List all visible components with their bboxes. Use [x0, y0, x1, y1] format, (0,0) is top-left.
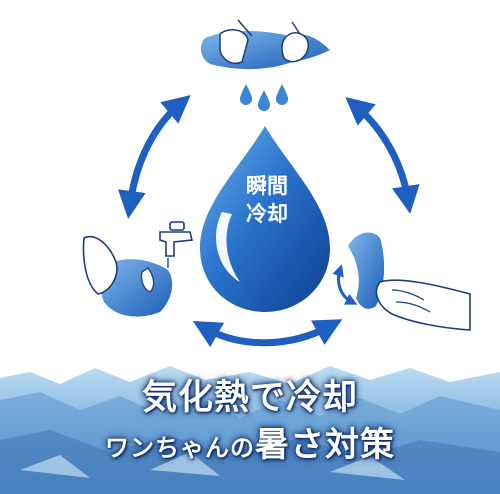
water-drops-icon	[240, 84, 288, 111]
drop-label-line-1: 瞬間	[246, 174, 288, 198]
headline-line-2-large: 暑さ対策	[255, 425, 395, 465]
headline-line-2: ワンちゃんの暑さ対策	[0, 420, 500, 473]
hand-wringing-towel-icon	[200, 19, 330, 70]
faucet-wetting-towel-icon	[82, 221, 193, 317]
headline: 気化熱で冷却 ワンちゃんの暑さ対策	[0, 376, 500, 473]
cooling-drop-icon	[200, 126, 330, 312]
hand-holding-towel-icon	[348, 232, 471, 331]
cycle-arrows-icon	[117, 94, 420, 348]
rotate-arrows-icon	[332, 264, 358, 305]
headline-line-2-small: ワンちゃんの	[105, 433, 255, 462]
drop-label: 瞬間 冷却	[232, 172, 302, 228]
drop-label-line-2: 冷却	[246, 202, 288, 226]
ice-background	[0, 366, 500, 494]
headline-line-1: 気化熱で冷却	[141, 377, 358, 418]
